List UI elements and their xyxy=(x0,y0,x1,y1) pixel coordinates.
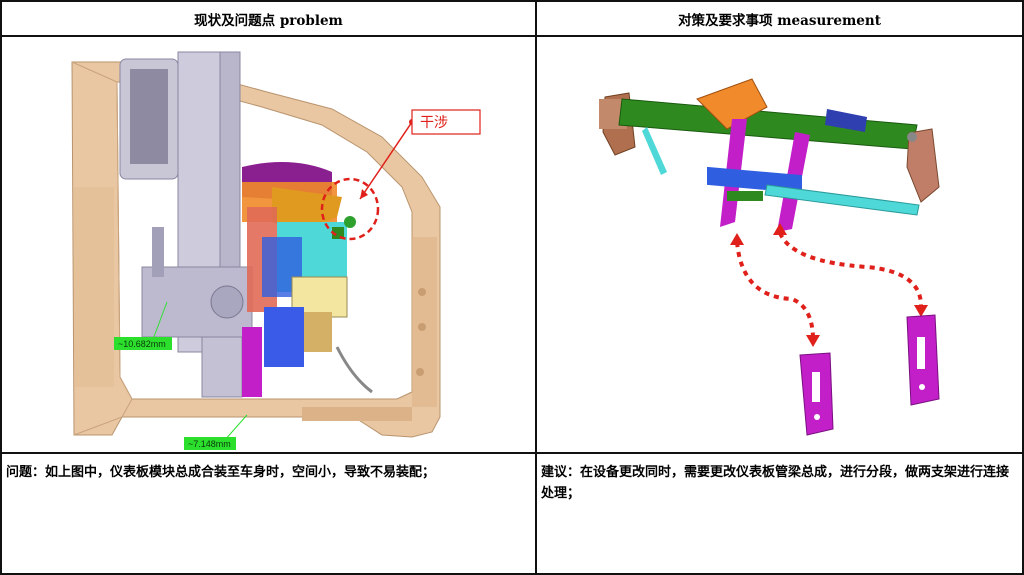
header-measurement: 对策及要求事项 measurement xyxy=(535,0,1024,37)
arrow-head-4 xyxy=(914,305,928,317)
measurement-image-cell xyxy=(535,35,1024,454)
measure-label-1: ~10.682mm xyxy=(118,339,166,349)
ip-module xyxy=(242,162,373,397)
cross-car-beam xyxy=(599,78,940,232)
problem-description: 问题：如上图中，仪表板模块总成合装至车身时，空间小，导致不易装配； xyxy=(0,452,537,575)
support-bracket-right xyxy=(906,314,940,406)
measure-label-2: ~7.148mm xyxy=(188,439,231,449)
assembly-fixture xyxy=(119,51,253,398)
arrow-head-2 xyxy=(773,223,787,235)
measure-label-2-bg xyxy=(184,437,236,450)
measure-label-1-bg xyxy=(114,337,172,350)
arrow-head-3 xyxy=(806,335,820,347)
problem-figure: ~10.682mm ~7.148mm 干涉 xyxy=(71,51,481,450)
support-bracket-left xyxy=(799,352,834,436)
split-arrows xyxy=(735,232,924,338)
measurement-figure xyxy=(599,78,940,436)
interference-callout: 干涉 xyxy=(320,109,481,241)
measure-annotations: ~10.682mm ~7.148mm xyxy=(114,301,248,450)
measurement-description: 建议：在设备更改同时，需要更改仪表板管梁总成，进行分段，做两支架进行连接处理； xyxy=(535,452,1024,575)
arrow-head-1 xyxy=(730,233,744,245)
header-problem: 现状及问题点 problem xyxy=(0,0,537,37)
problem-image-cell: ~10.682mm ~7.148mm 干涉 xyxy=(0,35,537,454)
callout-label: 干涉 xyxy=(420,115,448,131)
